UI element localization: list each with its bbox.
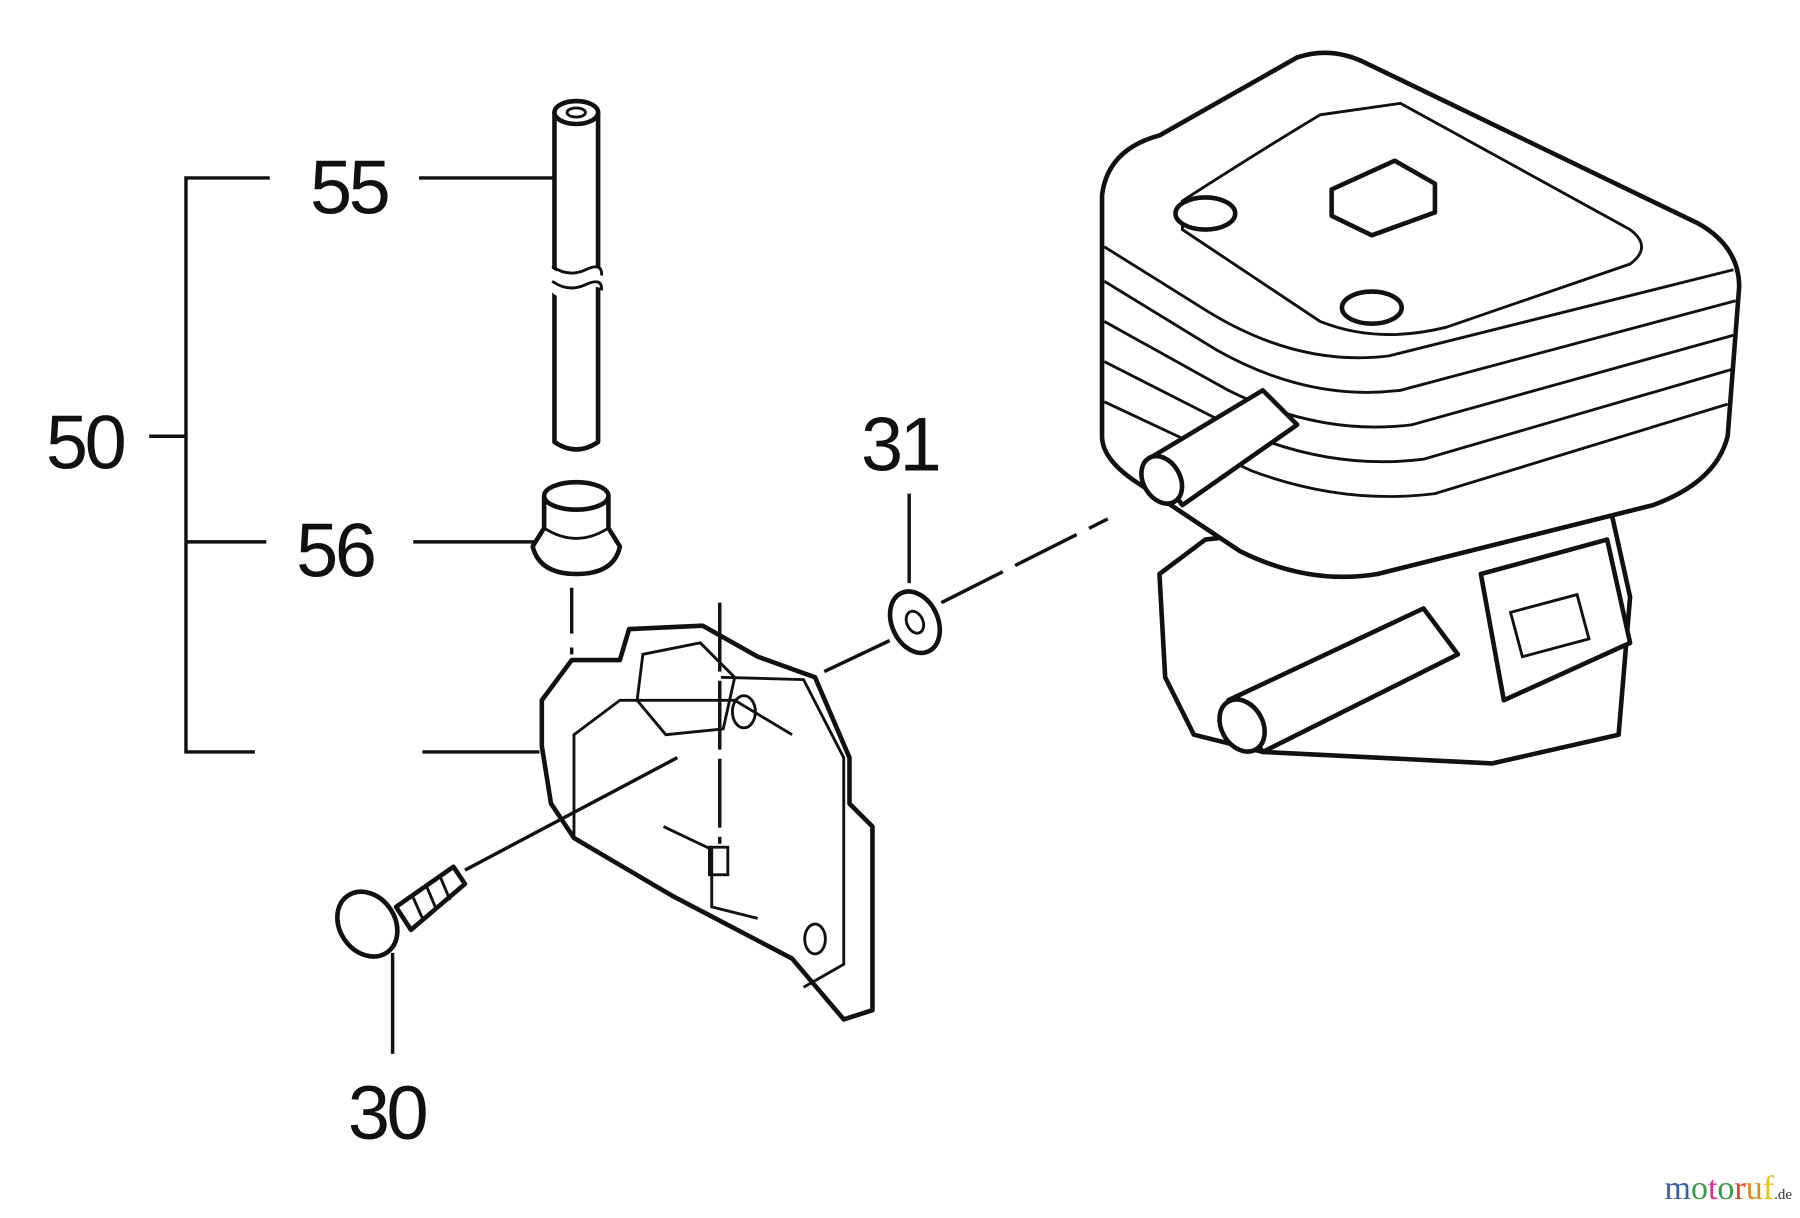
ignition-coil xyxy=(539,602,875,1022)
callout-50: 50 xyxy=(46,400,125,485)
callout-30: 30 xyxy=(348,1071,427,1156)
part-56-cap xyxy=(530,479,623,655)
part-30-screw xyxy=(335,756,679,1054)
part-31-washer xyxy=(823,493,1109,674)
cylinder xyxy=(1099,50,1742,766)
bracket-50 xyxy=(149,176,555,754)
callout-56: 56 xyxy=(296,508,374,593)
callout-31: 31 xyxy=(861,403,939,488)
callout-55: 55 xyxy=(310,146,388,231)
motoruf-watermark: motoruf.de xyxy=(1664,1170,1792,1207)
part-55-tube xyxy=(548,98,607,452)
